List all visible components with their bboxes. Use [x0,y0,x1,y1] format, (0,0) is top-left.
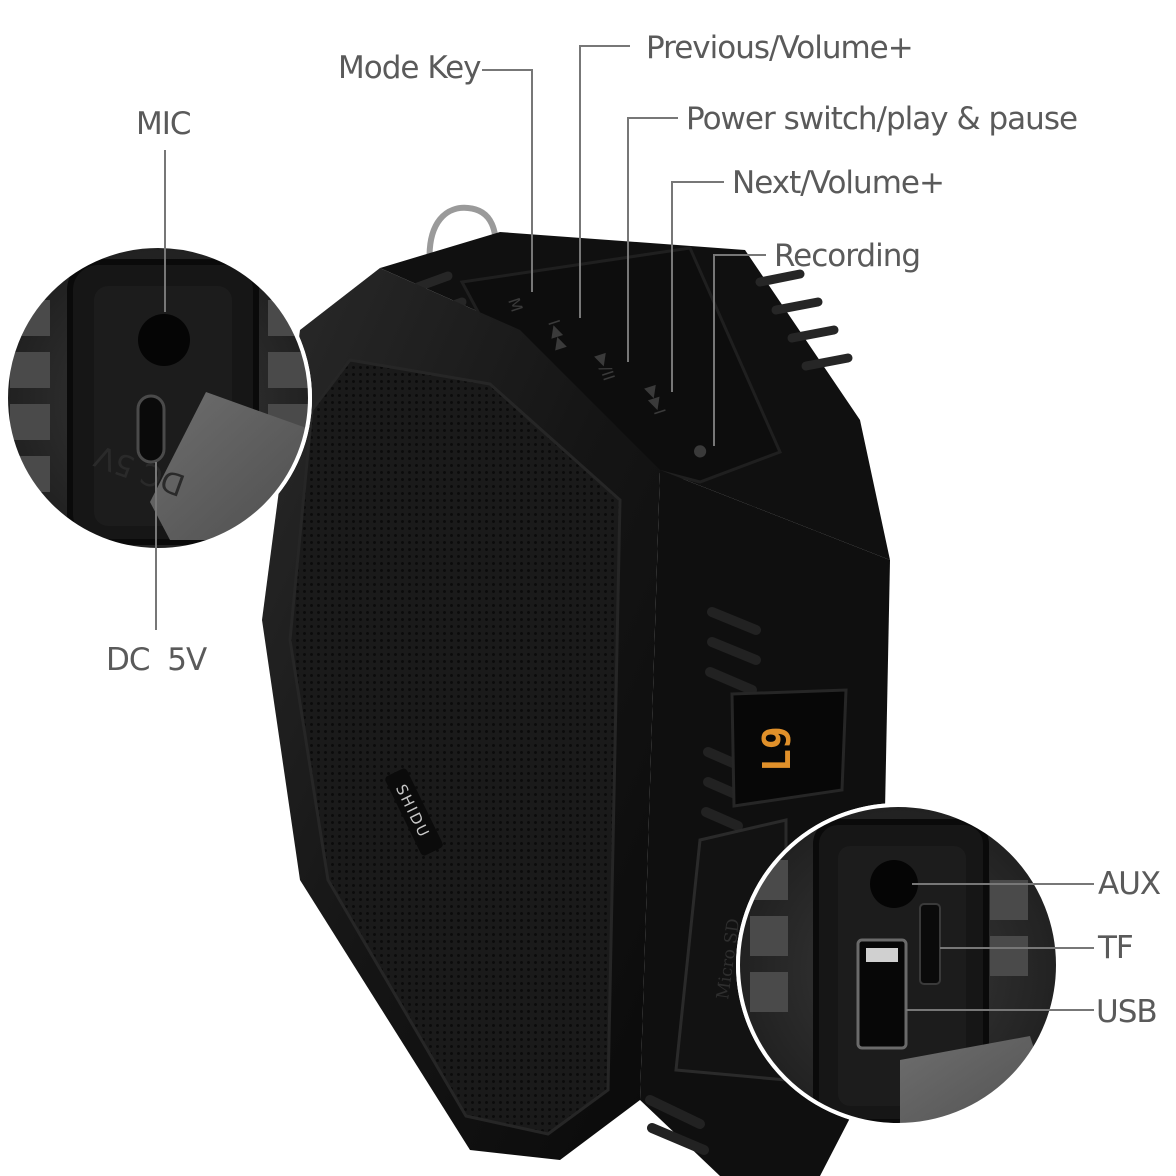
dc-port [136,394,166,464]
button-mark-recording[interactable]: ● [690,441,712,460]
front-grille [288,358,622,1136]
mic-jack [138,314,190,366]
label-power-switch: Power switch/play & pause [686,101,1077,137]
leader-recording [713,254,766,446]
label-mode-key: Mode Key [338,50,481,86]
leader-mode-key [482,69,533,292]
label-aux: AUX [1098,866,1161,902]
callout-labels: Mode Key Previous/Volume+ Power switch/p… [106,30,1162,1030]
label-dc-5v: DC 5V [106,642,207,678]
display-window [730,688,848,808]
tf-slot [919,903,941,985]
label-tf: TF [1097,930,1133,966]
callout-leaders [155,45,1094,1011]
leader-previous [579,45,630,318]
aux-jack [870,860,918,908]
leader-next [671,181,724,392]
label-usb: USB [1096,994,1157,1030]
label-previous-volume: Previous/Volume+ [646,30,913,66]
label-recording: Recording [774,238,920,274]
mic-port-zoom: DC 5V [4,244,312,552]
button-mark-mode[interactable]: M [504,295,526,314]
display-readout: L9 [755,726,799,772]
side-ribs [645,607,761,1155]
leader-power [627,117,678,362]
speaker-body: M I◀◀ ▶/II ▶▶I ● L9 Micro SD S [262,204,890,1176]
aux-port-zoom [736,803,1060,1127]
label-next-volume: Next/Volume+ [732,165,944,201]
usb-port [856,938,908,1050]
label-mic: MIC [136,106,191,142]
